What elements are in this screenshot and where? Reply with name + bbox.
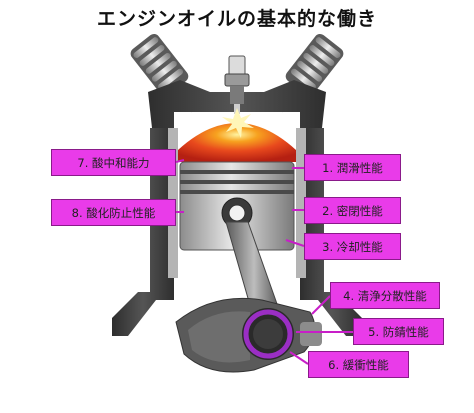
label-cooling: 3. 冷却性能 (304, 233, 401, 260)
label-sealing: 2. 密閉性能 (304, 197, 401, 224)
crank-bearing (242, 308, 294, 360)
label-rust-prevention: 5. 防錆性能 (353, 318, 444, 345)
label-lubrication: 1. 潤滑性能 (304, 154, 401, 181)
label-cleaning-dispersion: 4. 清浄分散性能 (330, 282, 440, 309)
label-oxidation-cleaning: 7. 酸中和能力 (51, 149, 176, 176)
label-oxidation-prevention: 8. 酸化防止性能 (51, 199, 176, 226)
label-buffering: 6. 緩衝性能 (308, 351, 409, 378)
